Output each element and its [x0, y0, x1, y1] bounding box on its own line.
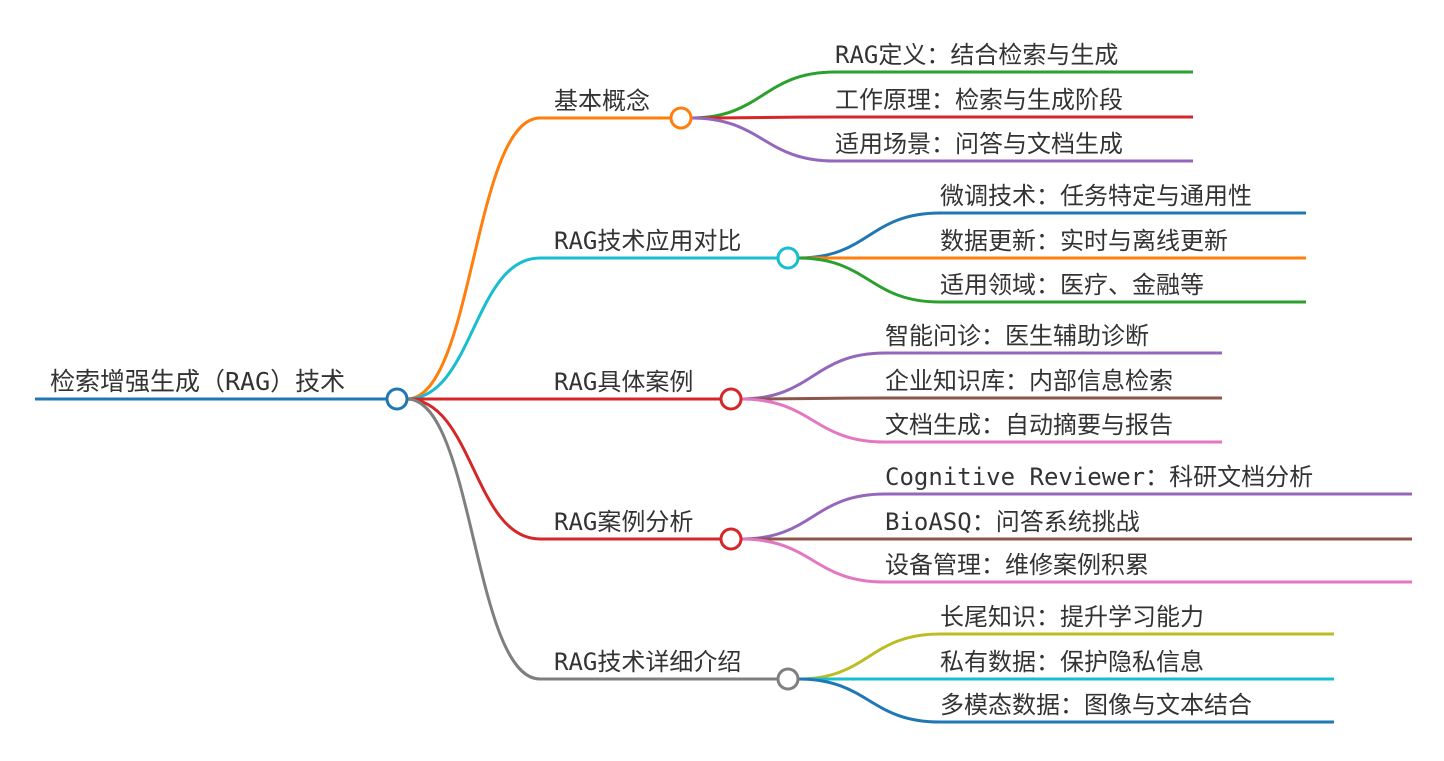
edge-branch-3-to-leaf-3 — [740, 397, 886, 444]
underlines-layer — [35, 70, 1412, 724]
leaf-label-4-1: Cognitive Reviewer：科研文档分析 — [885, 463, 1313, 491]
root-label: 检索增强生成（RAG）技术 — [50, 367, 345, 396]
branch-label-1: 基本概念 — [554, 87, 650, 115]
edge-root-to-branch-4 — [406, 397, 541, 541]
edge-branch-5-to-leaf-3 — [797, 677, 941, 724]
branch-label-2: RAG技术应用对比 — [554, 227, 741, 255]
branch-node-2[interactable] — [776, 246, 800, 270]
edge-branch-3-to-leaf-2 — [740, 396, 886, 401]
branch-node-4[interactable] — [719, 527, 743, 551]
branch-node-3[interactable] — [719, 387, 743, 411]
leaf-label-1-1: RAG定义：结合检索与生成 — [835, 41, 1118, 69]
leaf-label-2-1: 微调技术：任务特定与通用性 — [940, 182, 1252, 210]
leaf-label-5-1: 长尾知识：提升学习能力 — [940, 603, 1204, 631]
edge-root-to-branch-2 — [406, 256, 541, 401]
edge-branch-3-to-leaf-1 — [740, 351, 886, 401]
branch-label-4: RAG案例分析 — [554, 508, 693, 536]
leaf-label-3-1: 智能问诊：医生辅助诊断 — [885, 322, 1149, 350]
edge-branch-2-to-leaf-1 — [797, 211, 941, 260]
labels-layer: 检索增强生成（RAG）技术 基本概念 RAG定义：结合检索与生成工作原理：检索与生成… — [50, 41, 1313, 719]
edge-branch-1-to-leaf-1 — [690, 70, 836, 120]
edge-branch-1-to-leaf-2 — [690, 115, 836, 120]
root-node[interactable] — [385, 387, 409, 411]
edge-branch-1-to-leaf-3 — [690, 116, 836, 163]
leaf-label-5-2: 私有数据：保护隐私信息 — [940, 648, 1204, 676]
edge-root-to-branch-5 — [406, 397, 541, 681]
leaf-label-1-2: 工作原理：检索与生成阶段 — [835, 86, 1123, 114]
branch-node-5[interactable] — [776, 667, 800, 691]
nodes-layer — [385, 106, 800, 691]
edge-branch-4-to-leaf-1 — [740, 492, 886, 541]
edge-branch-4-to-leaf-3 — [740, 537, 886, 584]
edge-root-to-branch-1 — [406, 116, 541, 401]
edge-branch-2-to-leaf-3 — [797, 256, 941, 304]
leaf-label-2-2: 数据更新：实时与离线更新 — [940, 227, 1228, 255]
leaf-label-2-3: 适用领域：医疗、金融等 — [940, 271, 1204, 299]
leaf-label-4-2: BioASQ：问答系统挑战 — [885, 508, 1140, 536]
leaf-label-1-3: 适用场景：问答与文档生成 — [835, 130, 1123, 158]
branch-node-1[interactable] — [669, 106, 693, 130]
edges-layer — [406, 70, 941, 724]
leaf-label-3-3: 文档生成：自动摘要与报告 — [885, 411, 1173, 439]
leaf-label-4-3: 设备管理：维修案例积累 — [885, 551, 1149, 579]
branch-label-5: RAG技术详细介绍 — [554, 648, 741, 676]
leaf-label-3-2: 企业知识库：内部信息检索 — [885, 367, 1173, 395]
edge-branch-5-to-leaf-1 — [797, 632, 941, 681]
leaf-label-5-3: 多模态数据：图像与文本结合 — [940, 691, 1252, 719]
branch-label-3: RAG具体案例 — [554, 368, 693, 396]
